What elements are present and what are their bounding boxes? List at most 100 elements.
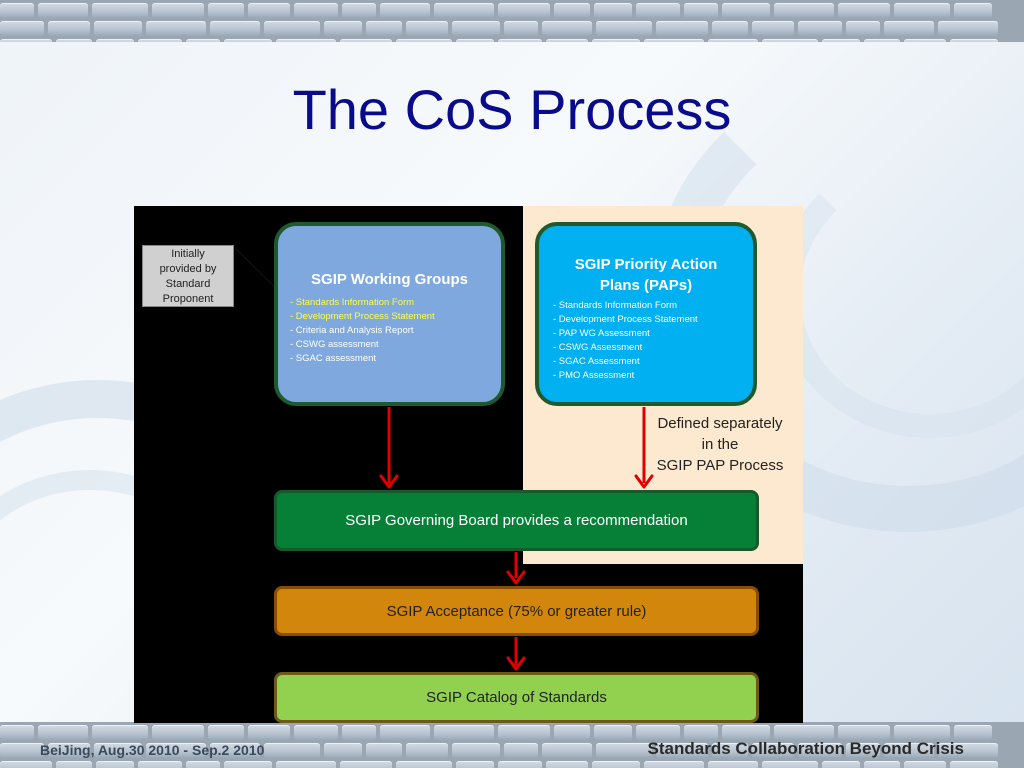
stone-brick (94, 743, 142, 758)
stone-brick (56, 761, 92, 768)
stone-brick (708, 761, 758, 768)
stone-brick (138, 761, 182, 768)
stone-brick (406, 21, 448, 36)
cos-process-diagram: Initially provided by Standard Proponent… (134, 206, 803, 723)
governing-board-box: SGIP Governing Board provides a recommen… (274, 490, 759, 551)
stone-brick (434, 3, 494, 18)
working-groups-item: - Standards Information Form (290, 297, 415, 308)
priority-action-plans-item: - PAP WG Assessment (553, 328, 650, 339)
stone-brick (138, 39, 182, 42)
stone-brick (396, 761, 452, 768)
stone-brick (96, 39, 134, 42)
stone-brick (656, 743, 708, 758)
stone-brick (276, 761, 336, 768)
stone-brick (656, 21, 708, 36)
stone-brick (636, 725, 680, 740)
stone-brick (884, 743, 934, 758)
stone-brick (636, 3, 680, 18)
stone-brick (38, 725, 88, 740)
stone-brick (456, 761, 494, 768)
stone-brick (950, 39, 998, 42)
stone-brick (152, 725, 204, 740)
stone-brick (838, 725, 890, 740)
priority-action-plans-box: SGIP Priority Action Plans (PAPs) - Stan… (535, 222, 757, 406)
footer-tagline: Standards Collaboration Beyond Crisis (647, 739, 964, 758)
stone-brick (434, 725, 494, 740)
stone-brick (762, 761, 818, 768)
stone-brick (342, 3, 376, 18)
stone-brick (264, 743, 320, 758)
working-groups-item: - CSWG assessment (290, 339, 379, 350)
stone-brick (210, 21, 260, 36)
working-groups-item: - SGAC assessment (290, 353, 377, 364)
stone-brick (954, 3, 992, 18)
stone-brick (542, 743, 592, 758)
stone-brick (248, 3, 290, 18)
stone-brick (774, 3, 834, 18)
stone-brick (546, 761, 588, 768)
stone-brick (822, 761, 860, 768)
stone-brick (380, 3, 430, 18)
stone-brick (342, 725, 376, 740)
bottom-stone-border (0, 722, 1024, 768)
stone-brick (938, 21, 998, 36)
stone-brick (396, 39, 452, 42)
arrowhead-acceptance (506, 656, 526, 671)
stone-brick (56, 39, 92, 42)
stone-brick (554, 725, 590, 740)
stone-brick (452, 21, 500, 36)
stone-brick (954, 725, 992, 740)
stone-brick (208, 725, 244, 740)
defined-separately-note: Defined separately in the SGIP PAP Proce… (656, 415, 784, 474)
stone-brick (498, 39, 542, 42)
stone-brick (894, 725, 950, 740)
stone-brick (0, 3, 34, 18)
stone-brick (684, 725, 718, 740)
stone-brick (210, 743, 260, 758)
stone-brick (504, 21, 538, 36)
stone-brick (644, 761, 704, 768)
stone-brick (594, 725, 632, 740)
stone-brick (684, 3, 718, 18)
arrowhead-pap (634, 474, 654, 489)
stone-brick (366, 21, 402, 36)
acceptance-box: SGIP Acceptance (75% or greater rule) (274, 586, 759, 636)
stone-brick (294, 3, 338, 18)
stone-brick (340, 761, 392, 768)
stone-brick (504, 743, 538, 758)
stone-brick (366, 743, 402, 758)
stone-brick (838, 3, 890, 18)
stone-brick (186, 761, 220, 768)
working-groups-item: - Criteria and Analysis Report (290, 325, 414, 336)
stone-brick (498, 3, 550, 18)
stone-brick (822, 39, 860, 42)
stone-brick (894, 3, 950, 18)
stone-brick (762, 39, 818, 42)
arrowhead-board (506, 570, 526, 585)
stone-brick (186, 39, 220, 42)
stone-brick (712, 743, 748, 758)
stone-brick (38, 3, 88, 18)
slide-title: The CoS Process (292, 78, 732, 141)
stone-brick (498, 761, 542, 768)
stone-brick (340, 39, 392, 42)
stone-brick (456, 39, 494, 42)
stone-brick (0, 21, 44, 36)
initially-provided-note: Initially provided by Standard Proponent (142, 245, 234, 307)
stone-brick (708, 39, 758, 42)
stone-brick (92, 725, 148, 740)
stone-brick (380, 725, 430, 740)
catalog-box: SGIP Catalog of Standards (274, 672, 759, 723)
stone-brick (774, 725, 834, 740)
stone-brick (224, 761, 272, 768)
stone-brick (146, 743, 206, 758)
stone-brick (798, 21, 842, 36)
stone-brick (0, 743, 44, 758)
stone-brick (92, 3, 148, 18)
stone-brick (596, 21, 652, 36)
priority-action-plans-list: - Standards Information Form - Developme… (553, 299, 698, 383)
priority-action-plans-item: - CSWG Assessment (553, 342, 643, 353)
arrowhead-wg (379, 474, 399, 489)
working-groups-item: - Development Process Statement (290, 311, 435, 322)
stone-brick (950, 761, 998, 768)
